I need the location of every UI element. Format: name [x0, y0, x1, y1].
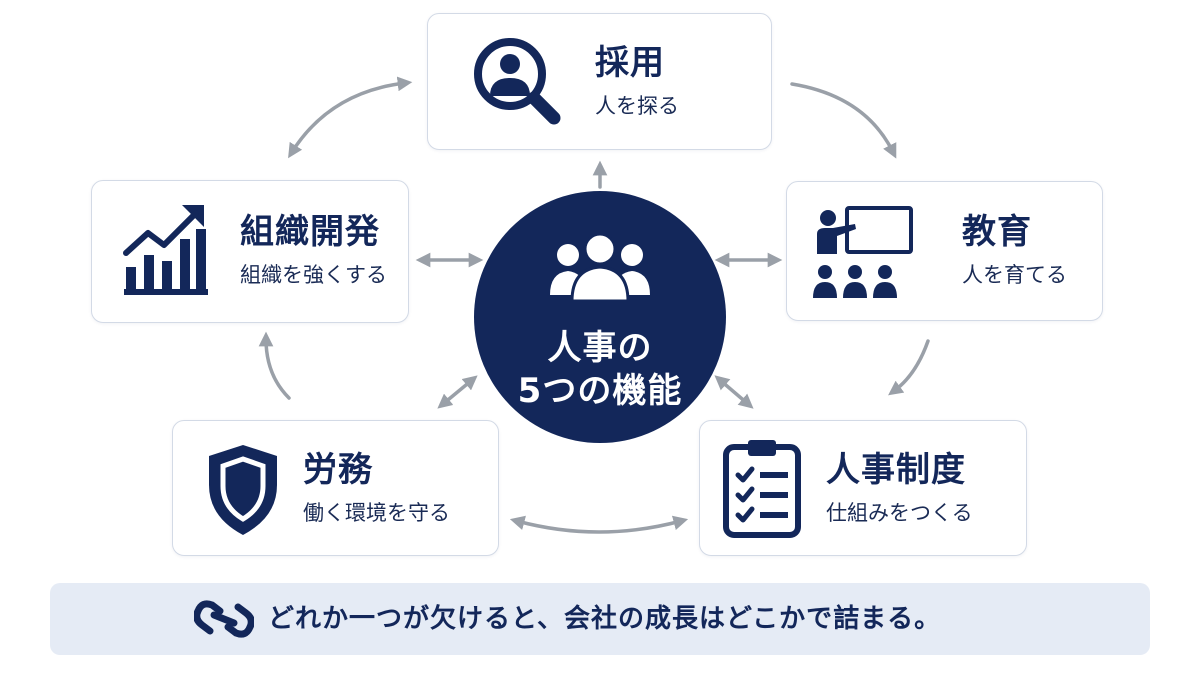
spoke-arrow-hrsys — [714, 375, 754, 409]
card-subtitle: 組織を強くする — [240, 263, 387, 287]
card-subtitle: 働く環境を守る — [303, 501, 450, 525]
card-subtitle: 人を探る — [595, 94, 679, 118]
cycle-arrow-org-recruit — [288, 76, 413, 159]
growth-chart-icon — [120, 203, 210, 299]
hub-label-line1: 人事の — [547, 328, 653, 368]
clipboard-checklist-icon — [722, 437, 802, 543]
hub-circle: 人事の 5つの機能 — [474, 191, 726, 443]
cycle-arrow-labor-org — [258, 331, 291, 400]
card-labor: 労務 働く環境を守る — [172, 420, 499, 556]
cycle-arrow-edu-hrsys — [888, 339, 930, 396]
hub-label: 人事の 5つの機能 — [474, 327, 726, 413]
people-group-icon — [548, 232, 652, 315]
hub-label-line2: 5つの機能 — [517, 371, 683, 411]
spoke-arrow-labor — [437, 375, 478, 409]
cycle-arrow-hrsys-labor — [509, 515, 689, 534]
link-icon — [193, 597, 255, 645]
card-title: 教育 — [962, 212, 1032, 252]
card-title: 組織開発 — [240, 212, 380, 252]
footer-banner: どれか一つが欠けると、会社の成長はどこかで詰まる。 — [50, 583, 1150, 655]
card-subtitle: 人を育てる — [962, 263, 1067, 287]
card-hr-system: 人事制度 仕組みをつくる — [699, 420, 1027, 556]
teacher-board-icon — [811, 202, 915, 310]
card-title: 採用 — [595, 43, 665, 83]
card-education: 教育 人を育てる — [786, 181, 1103, 321]
card-title: 人事制度 — [826, 450, 966, 490]
card-title: 労務 — [303, 450, 373, 490]
card-org-development: 組織開発 組織を強くする — [91, 180, 409, 323]
card-recruit: 採用 人を探る — [427, 13, 772, 150]
card-subtitle: 仕組みをつくる — [826, 501, 973, 525]
person-search-icon — [470, 34, 566, 136]
shield-icon — [203, 441, 283, 543]
cycle-arrow-recruit-edu — [790, 82, 897, 159]
footer-message: どれか一つが欠けると、会社の成長はどこかで詰まる。 — [268, 604, 942, 634]
